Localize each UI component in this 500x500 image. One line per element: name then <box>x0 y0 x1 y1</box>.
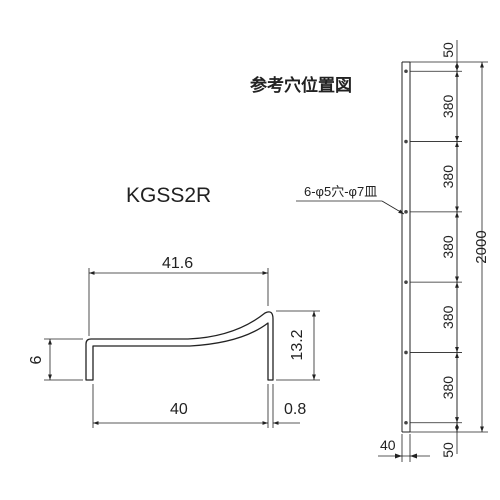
left-height-label: 6 <box>28 355 45 364</box>
hole-spacing-label: 380 <box>440 305 456 329</box>
bottom-width-label: 40 <box>170 401 188 418</box>
hole-note: 6-φ5穴-φ7皿 <box>304 184 377 199</box>
top-width-label: 41.6 <box>162 255 193 272</box>
bottom-margin-label: 50 <box>440 442 456 458</box>
mounting-hole <box>404 350 408 355</box>
rail-width-label: 40 <box>380 437 396 453</box>
total-length-label: 2000 <box>473 230 490 263</box>
rail-hole-drawing: 2000 50 50 380 380 380 380 380 6-φ5穴-φ7皿 40 <box>296 40 490 462</box>
hole-spacing-label: 380 <box>440 165 456 189</box>
thickness-label: 0.8 <box>284 401 306 418</box>
rail-generated-marks: 380 380 380 380 380 <box>404 61 462 432</box>
mounting-hole <box>404 280 408 284</box>
hole-spacing-label: 380 <box>440 235 456 259</box>
mounting-hole <box>404 69 408 74</box>
top-margin-label: 50 <box>440 42 456 58</box>
hole-note-leader <box>381 200 405 215</box>
rail-width-arrow-right <box>410 453 417 459</box>
mounting-hole <box>404 139 408 144</box>
hole-spacing-label: 380 <box>440 376 456 400</box>
rail-width-arrow-left <box>395 453 402 459</box>
reference-title: 参考穴位置図 <box>250 75 352 95</box>
mounting-hole <box>404 210 408 214</box>
model-name: KGSS2R <box>126 184 211 207</box>
profile-outline <box>85 311 274 381</box>
mounting-hole <box>404 420 408 425</box>
hole-spacing-label: 380 <box>440 95 456 119</box>
profile-section: 41.6 40 0.8 6 13.2 <box>28 255 320 428</box>
right-height-label: 13.2 <box>289 329 306 360</box>
